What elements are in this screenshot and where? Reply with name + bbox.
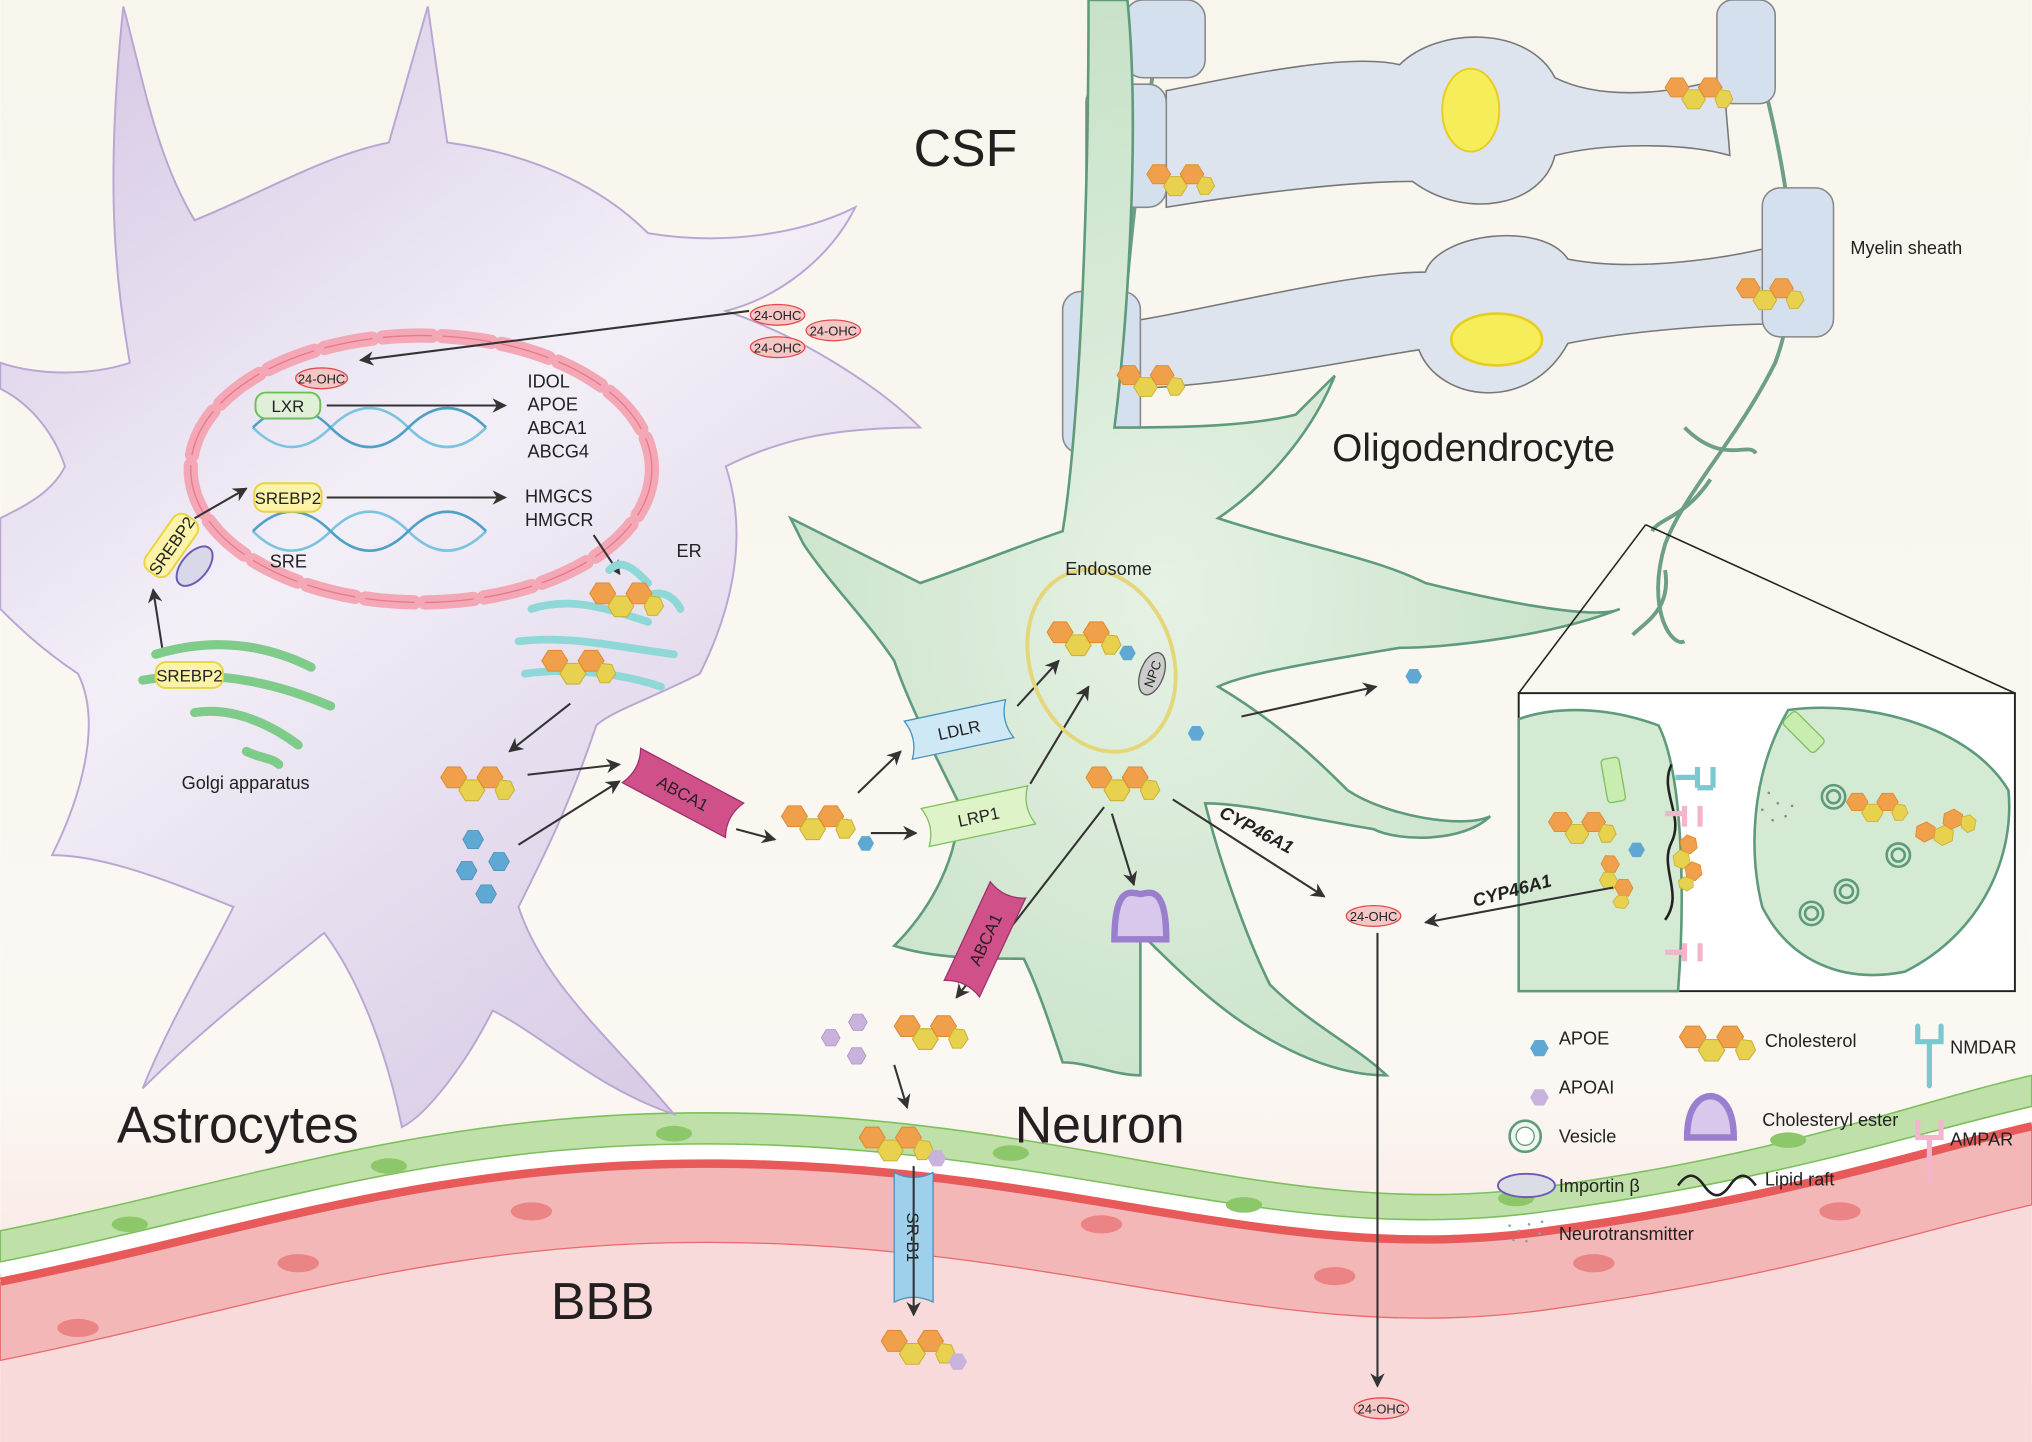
golgi-label: Golgi apparatus [182, 773, 310, 793]
channel-icon [1600, 756, 1627, 804]
csf-label: CSF [914, 119, 1018, 177]
astrocyte-cell [0, 6, 923, 1129]
arrow-cyp46a1-neuron [1172, 798, 1326, 898]
lrp1-receptor: LRP1 [920, 785, 1037, 848]
legend-lipid-raft: Lipid raft [1765, 1169, 1835, 1189]
nmdar-icon [1675, 766, 1716, 791]
lxr-label: LXR [271, 397, 304, 416]
srebp2-nuclear-box [253, 482, 323, 513]
bbb-label: BBB [551, 1272, 655, 1330]
myelin-sheath-label: Myelin sheath [1850, 238, 1962, 258]
endosome [1025, 567, 1178, 754]
lipid-raft-legend-icon [1676, 1174, 1757, 1197]
ampar-legend-icon [1915, 1119, 1944, 1182]
neurotransmitter-dots [1760, 791, 1794, 822]
legend-importin: Importin β [1559, 1176, 1640, 1196]
ohc-blood-label: 24-OHC [1358, 1401, 1405, 1416]
oligodendrocyte-label: Oligodendrocyte [1332, 427, 1615, 470]
arrow-to-ester [1110, 813, 1137, 887]
inset-connector [1645, 524, 2016, 694]
importin-beta-icon [175, 545, 214, 587]
astrocytes-label: Astrocytes [117, 1096, 359, 1154]
ohc-badge [1353, 1397, 1410, 1420]
gene-abcg4: ABCG4 [528, 441, 589, 461]
arrow-cholesterol-abca1 [527, 758, 621, 776]
legend-cholesteryl-ester: Cholesteryl ester [1762, 1110, 1898, 1130]
ohc-nuclear-label: 24-OHC [298, 371, 345, 386]
importin-legend-icon [1496, 1172, 1556, 1199]
synapse-inset [1517, 692, 2016, 993]
srebp2-golgi: SREBP2 [154, 661, 225, 689]
arrow-ldlr-endosome [1016, 659, 1060, 707]
legend-apoe: APOE [1559, 1028, 1609, 1048]
legend-neurotransmitter: Neurotransmitter [1559, 1224, 1694, 1244]
gene-idol: IDOL [528, 371, 570, 391]
ampar-icon [1665, 805, 1703, 827]
arrow-lrp1-endosome [1029, 685, 1090, 785]
er-label: ER [677, 541, 702, 561]
gene-abca1: ABCA1 [528, 418, 587, 438]
cholesteryl-ester-icon [1111, 889, 1170, 943]
ohc-label: 24-OHC [754, 308, 801, 323]
gene-hmgcr: HMGCR [525, 510, 593, 530]
legend: APOE APOAI Vesicle Importin β Neurotrans… [1496, 1023, 2017, 1244]
ohc-label: 24-OHC [754, 340, 801, 355]
ohc-badge [295, 367, 349, 390]
arrow-abca1-out [735, 828, 777, 844]
ohc-neuron-label: 24-OHC [1350, 909, 1397, 924]
legend-nmdar: NMDAR [1950, 1037, 2016, 1057]
cholesteryl-ester-legend-icon [1683, 1092, 1738, 1141]
arrow-golgi-srebp2 [147, 588, 164, 648]
arrow-er-cholesterol [508, 702, 571, 753]
arrow-ohc-to-nucleus [358, 309, 750, 366]
legend-ampar: AMPAR [1950, 1129, 2013, 1149]
srebp2-golgi-label: SREBP2 [156, 666, 222, 685]
legend-apoai: APOAI [1559, 1077, 1614, 1097]
vesicle-legend-icon [1508, 1119, 1543, 1154]
arrow-apoe-abca1 [517, 780, 621, 846]
inset-connector [1518, 524, 1647, 694]
srebp2-nuclear-label: SREBP2 [255, 489, 321, 508]
sre-label: SRE [270, 551, 307, 571]
legend-vesicle: Vesicle [1559, 1127, 1616, 1147]
ampar-icon [1665, 943, 1703, 962]
ohc-label: 24-OHC [810, 324, 857, 339]
nmdar-legend-icon [1915, 1023, 1944, 1089]
arrow-to-srb1 [893, 1064, 911, 1110]
gene-hmgcs: HMGCS [525, 487, 592, 507]
legend-cholesterol: Cholesterol [1765, 1031, 1857, 1051]
npc-protein: NPC [1138, 651, 1166, 696]
endosome-label: Endosome [1065, 559, 1152, 579]
arrow-srebp2-nucleus [194, 487, 248, 520]
ohc-group-extracellular: 24-OHC 24-OHC 24-OHC [749, 303, 862, 359]
lxr-box [254, 391, 322, 420]
neurotransmitter-legend-icon [1508, 1220, 1544, 1243]
ohc-badge [1345, 904, 1402, 927]
lipid-raft [1664, 763, 1677, 921]
ldlr-receptor: LDLR [903, 698, 1015, 761]
channel-icon [1782, 710, 1825, 754]
arrow-apoe-out [1241, 682, 1378, 718]
blood-brain-barrier [0, 1074, 2032, 1442]
lxr-target-genes: IDOL APOE ABCA1 ABCG4 [528, 371, 589, 461]
arrow-synapse-ohc [1423, 886, 1614, 928]
arrow-to-ldlr [857, 750, 902, 794]
abca1-transporter-neuron: ABCA1 [943, 880, 1027, 999]
endoplasmic-reticulum [514, 560, 685, 691]
neuron-label: Neuron [1015, 1096, 1185, 1154]
gene-apoe: APOE [528, 395, 578, 415]
